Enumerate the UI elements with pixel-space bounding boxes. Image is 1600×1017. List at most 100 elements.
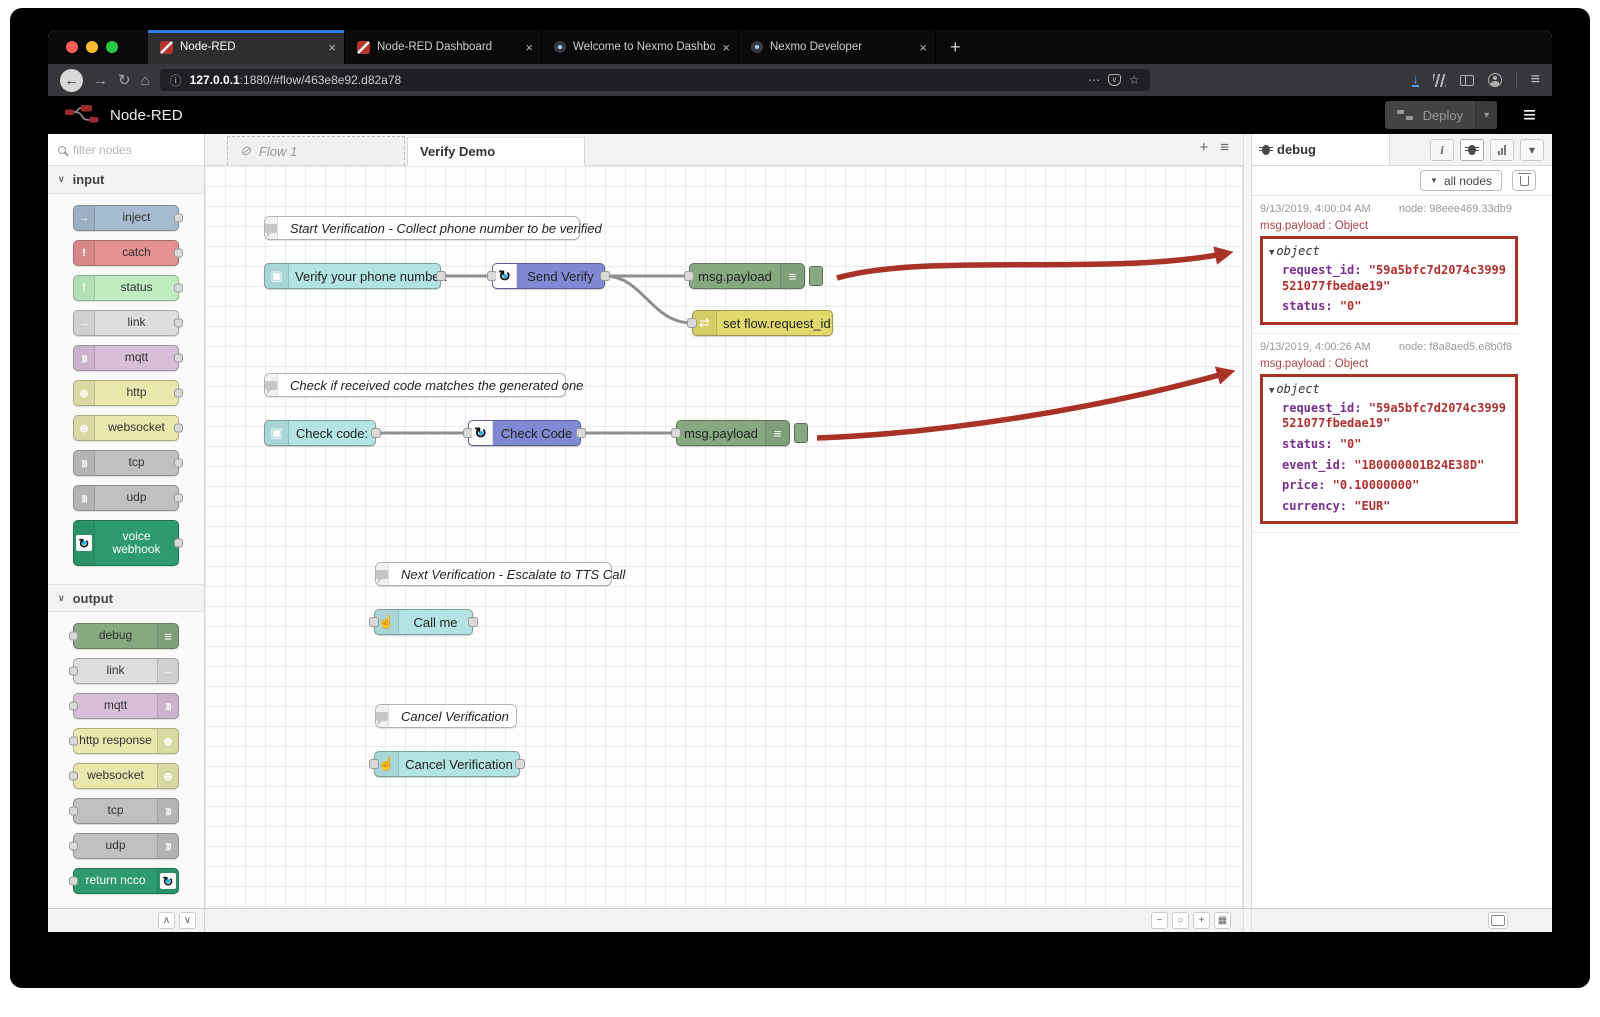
node-verify-phone-inject[interactable]: ▣ Verify your phone number:: [264, 263, 447, 289]
browser-menu-icon[interactable]: ≡: [1530, 71, 1540, 88]
flow-list-button[interactable]: ≡: [1220, 139, 1229, 156]
palette-node-link-in[interactable]: → link: [73, 310, 183, 336]
node-msg-payload-debug-1[interactable]: msg.payload ≡: [684, 263, 823, 289]
debug-filter-button[interactable]: ▼ all nodes: [1420, 170, 1502, 191]
address-bar[interactable]: ⓘ 127.0.0.1:1880/#flow/463e8e92.d82a78 ⋯…: [159, 69, 1150, 91]
palette-collapse-all-button[interactable]: ∧: [158, 912, 175, 929]
palette-node-status[interactable]: ! status: [73, 275, 183, 301]
flow-tab-flow1[interactable]: ⊘ Flow 1: [227, 136, 405, 165]
pocket-icon[interactable]: ∨: [1107, 74, 1121, 86]
input-port[interactable]: [687, 318, 697, 328]
panel-splitter[interactable]: [1243, 134, 1252, 908]
palette-category-input[interactable]: ∨ input: [48, 166, 204, 194]
palette-node-websocket-out[interactable]: websocket ⊕: [69, 763, 179, 789]
zoom-reset-button[interactable]: ○: [1172, 912, 1189, 929]
node-check-code[interactable]: ↻ Check Code: [463, 420, 586, 446]
comment-node-cancel-verification[interactable]: Cancel Verification: [375, 704, 517, 728]
debug-tab[interactable]: debug: [1252, 134, 1390, 165]
add-flow-button[interactable]: +: [1199, 139, 1209, 156]
node-set-flow-request-id[interactable]: ⇄ set flow.request_id: [687, 310, 833, 336]
debug-message-list[interactable]: 9/13/2019, 4:00:04 AM node: 98eee469.33d…: [1252, 196, 1552, 908]
tab-close-icon[interactable]: ×: [525, 39, 533, 55]
sidebar-options-caret[interactable]: ▾: [1520, 139, 1544, 161]
palette-search[interactable]: [48, 134, 204, 166]
account-icon[interactable]: [1487, 73, 1502, 87]
node-msg-payload-debug-2[interactable]: msg.payload ≡: [671, 420, 808, 446]
flow-canvas[interactable]: Start Verification - Collect phone numbe…: [205, 166, 1243, 908]
palette-expand-all-button[interactable]: ∨: [179, 912, 196, 929]
library-icon[interactable]: [1432, 73, 1446, 87]
browser-tab-nexmo-developer[interactable]: Nexmo Developer ×: [739, 30, 936, 64]
site-info-icon[interactable]: ⓘ: [169, 73, 182, 88]
dashboard-panel-button[interactable]: [1490, 139, 1514, 161]
reload-button[interactable]: ↻: [118, 71, 131, 89]
new-tab-button[interactable]: +: [950, 36, 961, 57]
palette-node-catch[interactable]: ! catch: [73, 240, 183, 266]
debug-object-highlighted[interactable]: ▼object request_id: "59a5bfc7d2074c39995…: [1260, 236, 1518, 325]
node-check-code-inject[interactable]: ▣ Check code:: [264, 420, 381, 446]
input-port[interactable]: [671, 428, 681, 438]
node-cancel-verification[interactable]: ☝ Cancel Verification: [369, 751, 525, 777]
output-port[interactable]: [371, 428, 381, 438]
palette-category-output[interactable]: ∨ output: [48, 584, 204, 612]
flow-tab-verify-demo[interactable]: Verify Demo: [407, 137, 585, 166]
sidebar-toggle-icon[interactable]: [1459, 74, 1474, 86]
deploy-options-caret[interactable]: ▾: [1475, 101, 1498, 129]
collapse-caret-icon[interactable]: ▼: [1269, 248, 1275, 258]
palette-node-websocket-in[interactable]: ⊕ websocket: [73, 415, 183, 441]
close-window-button[interactable]: [66, 41, 78, 53]
debug-panel-button[interactable]: [1460, 139, 1484, 161]
output-port[interactable]: [576, 428, 586, 438]
palette-node-http-in[interactable]: ⊕ http: [73, 380, 183, 406]
home-button[interactable]: ⌂: [140, 71, 150, 89]
open-in-window-button[interactable]: [1488, 912, 1508, 929]
palette-node-debug[interactable]: debug ≡: [69, 623, 179, 649]
comment-node-next-verification[interactable]: Next Verification - Escalate to TTS Call: [375, 562, 625, 586]
tab-close-icon[interactable]: ×: [919, 39, 927, 55]
node-send-verify[interactable]: ↻ Send Verify: [487, 263, 610, 289]
back-button[interactable]: ←: [60, 68, 83, 92]
filter-nodes-input[interactable]: [73, 142, 183, 157]
node-call-me[interactable]: ☝ Call me: [369, 609, 478, 635]
palette-node-tcp-out[interactable]: tcp ))): [69, 798, 179, 824]
tab-close-icon[interactable]: ×: [328, 39, 336, 55]
comment-node-check-code[interactable]: Check if received code matches the gener…: [264, 373, 583, 397]
navigator-button[interactable]: ▦: [1214, 912, 1231, 929]
debug-enable-toggle[interactable]: [809, 266, 823, 286]
collapse-caret-icon[interactable]: ▼: [1269, 385, 1275, 396]
palette-node-udp-in[interactable]: ))) udp: [73, 485, 183, 511]
output-port[interactable]: [515, 759, 525, 769]
input-port[interactable]: [684, 271, 694, 281]
comment-node-start-verification[interactable]: Start Verification - Collect phone numbe…: [264, 216, 602, 240]
debug-enable-toggle[interactable]: [794, 423, 808, 443]
debug-object-highlighted[interactable]: ▼object request_id: "59a5bfc7d2074c39995…: [1260, 373, 1518, 525]
forward-button[interactable]: →: [93, 71, 108, 89]
page-actions-icon[interactable]: ⋯: [1087, 73, 1100, 87]
zoom-out-button[interactable]: −: [1151, 912, 1168, 929]
palette-node-inject[interactable]: → inject: [73, 205, 183, 231]
palette-node-link-out[interactable]: link →: [69, 658, 179, 684]
palette-scroll-area[interactable]: ∨ input → inject ! catch !: [48, 166, 204, 908]
browser-tab-node-red-dashboard[interactable]: Node-RED Dashboard ×: [345, 30, 542, 64]
input-port[interactable]: [369, 617, 379, 627]
bookmark-star-icon[interactable]: ☆: [1128, 73, 1140, 87]
palette-node-voice-webhook[interactable]: ↻ voice webhook: [73, 520, 183, 566]
clear-debug-button[interactable]: [1512, 170, 1536, 191]
palette-node-mqtt-out[interactable]: mqtt ))): [69, 693, 179, 719]
minimize-window-button[interactable]: [86, 41, 98, 53]
info-panel-button[interactable]: i: [1430, 139, 1454, 161]
palette-node-udp-out[interactable]: udp ))): [69, 833, 179, 859]
output-port[interactable]: [468, 617, 478, 627]
palette-node-return-ncco[interactable]: return ncco ↻: [69, 868, 179, 894]
input-port[interactable]: [369, 759, 379, 769]
browser-tab-nexmo-dashboard[interactable]: Welcome to Nexmo Dashboard ×: [542, 30, 739, 64]
downloads-icon[interactable]: ↓: [1412, 70, 1419, 87]
palette-node-tcp-in[interactable]: ))) tcp: [73, 450, 183, 476]
deploy-button[interactable]: Deploy ▾: [1384, 101, 1498, 129]
tab-close-icon[interactable]: ×: [722, 39, 730, 55]
output-port[interactable]: [600, 271, 610, 281]
zoom-in-button[interactable]: +: [1193, 912, 1210, 929]
palette-node-http-response[interactable]: http response ⊕: [69, 728, 179, 754]
output-port[interactable]: [436, 271, 446, 281]
node-red-menu-icon[interactable]: ≡: [1523, 102, 1536, 127]
